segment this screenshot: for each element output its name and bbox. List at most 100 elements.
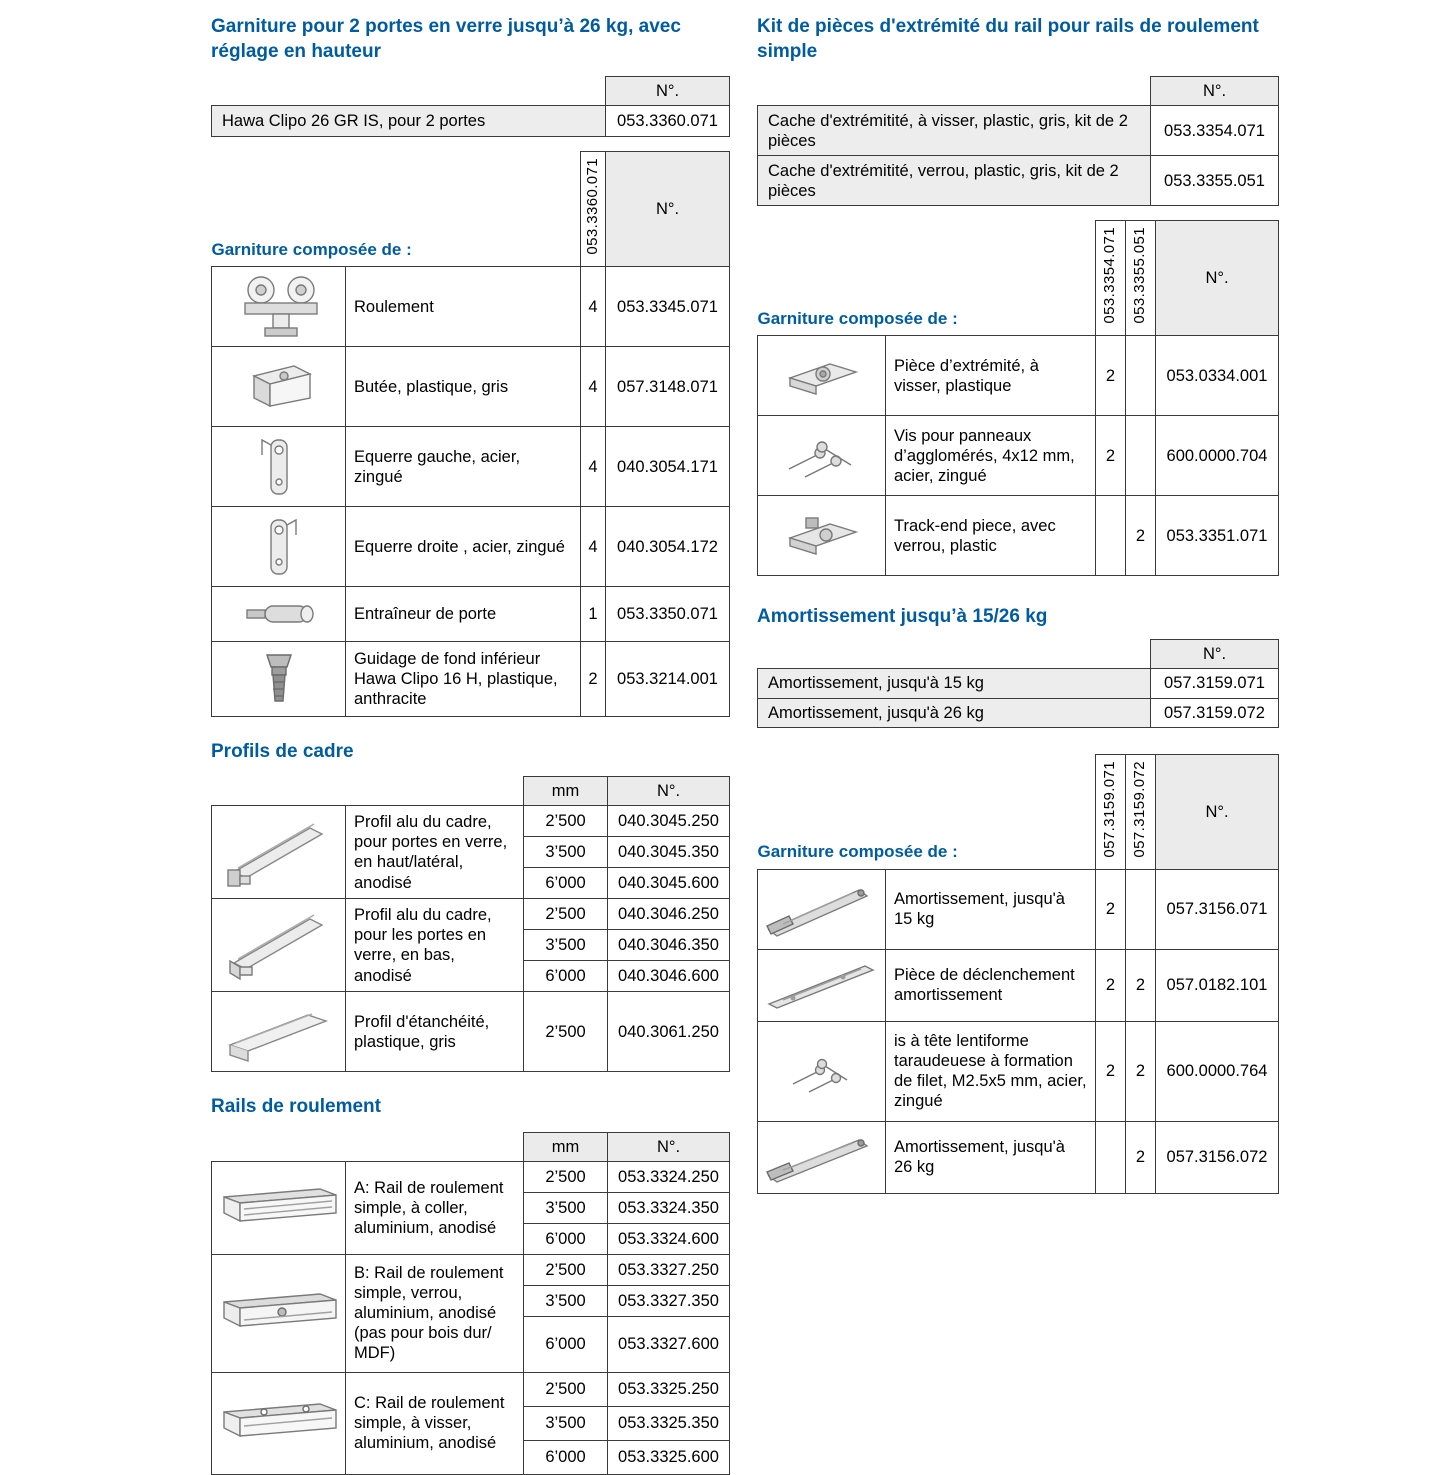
product-label: Cache d'extrémitité, à visser, plastic, …: [757, 105, 1151, 157]
component-qty: 4: [580, 426, 606, 508]
rail-desc: A: Rail de roulement simple, à coller, a…: [345, 1160, 524, 1255]
component-row: Pièce d’extrémité, à visser, plastique 2…: [757, 335, 1279, 417]
component-desc: Guidage de fond inférieur Hawa Clipo 16 …: [345, 641, 581, 718]
frame-profile-top-image: [226, 823, 323, 888]
part-number: 053.3324.350: [607, 1191, 730, 1224]
component-desc: Pièce d’extrémité, à visser, plastique: [885, 335, 1096, 417]
component-image-cell: [757, 868, 886, 950]
component-qty-col2: 2: [1125, 948, 1156, 1022]
length-mm: 6’000: [523, 1315, 608, 1373]
component-qty-col1: 2: [1095, 335, 1126, 417]
profile-desc: Profil alu du cadre, pour les portes en …: [345, 898, 524, 993]
component-row: Amortissement, jusqu'à 15 kg 2 057.3156.…: [757, 868, 1279, 950]
length-mm: 2’500: [523, 991, 608, 1073]
rotated-part-number-header: 057.3159.071: [1095, 753, 1126, 870]
end-piece-screwable-image: [787, 363, 858, 395]
component-row: Guidage de fond inférieur Hawa Clipo 16 …: [211, 641, 730, 718]
roller-carriage-image: [243, 276, 318, 337]
part-number: 053.3325.350: [607, 1405, 730, 1441]
part-number: 053.3324.600: [607, 1222, 730, 1255]
component-qty-col2: [1125, 335, 1156, 417]
damper-trigger-piece-image: [766, 965, 875, 1010]
length-mm: 2’500: [523, 1253, 608, 1286]
rotated-part-number-header: 053.3354.071: [1095, 220, 1126, 337]
part-number: 053.3355.051: [1150, 155, 1279, 207]
rotated-part-number-header: 053.3355.051: [1125, 220, 1156, 337]
left-column: Garniture pour 2 portes en verre jusqu’à…: [211, 14, 730, 1475]
component-image-cell: [211, 266, 346, 348]
profile-variant-row: 3’500 040.3045.350: [212, 836, 730, 869]
rail-variant-row: C: Rail de roulement simple, à visser, a…: [211, 1371, 730, 1475]
rail-desc: C: Rail de roulement simple, à visser, a…: [345, 1371, 524, 1475]
rails-table: mm N°. A: Rail de roulement simple, à co…: [211, 1131, 730, 1475]
part-number: 053.3327.250: [607, 1253, 730, 1286]
part-number: 053.3327.600: [607, 1315, 730, 1373]
component-image-cell: [211, 506, 346, 588]
component-qty-col1: [1095, 1120, 1126, 1194]
product-row: Amortissement, jusqu'à 26 kg 057.3159.07…: [757, 697, 1279, 728]
product-label: Amortissement, jusqu'à 26 kg: [757, 697, 1151, 728]
component-image-cell: [757, 335, 886, 417]
product-label: Cache d'extrémitité, verrou, plastic, gr…: [757, 155, 1151, 207]
part-number: 040.3046.600: [607, 960, 730, 993]
product-label: Hawa Clipo 26 GR IS, pour 2 portes: [211, 105, 606, 138]
no-column-header: N°.: [607, 1131, 730, 1162]
component-row: is à tête lentiforme taraudeuese à forma…: [757, 1020, 1279, 1122]
component-qty-col1: 2: [1095, 415, 1126, 497]
part-number: 040.3046.350: [607, 929, 730, 962]
damping-composition-table: Garniture composée de : 057.3159.071 057…: [757, 753, 1279, 1194]
stop-block-image: [251, 365, 312, 407]
length-mm: 3’500: [523, 1191, 608, 1224]
component-row: Amortissement, jusqu'à 26 kg 2 057.3156.…: [757, 1120, 1279, 1194]
section-title-kit-extremite: Kit de pièces d'extrémité du rail pour r…: [757, 16, 1259, 63]
bottom-guide-image: [265, 654, 292, 702]
track-end-piece-image: [787, 517, 858, 555]
profile-desc: Profil d'étanchéité, plastique, gris: [345, 991, 524, 1073]
component-qty-col1: 2: [1095, 948, 1126, 1022]
bracket-right-image: [269, 518, 297, 575]
rail-single-lock-image: [222, 1293, 337, 1328]
product-row: Cache d'extrémitité, à visser, plastic, …: [757, 105, 1279, 157]
component-qty-col1: 2: [1095, 1020, 1126, 1122]
rail-desc: B: Rail de roulement simple, verrou, alu…: [345, 1253, 524, 1373]
part-number: 600.0000.704: [1155, 415, 1279, 497]
mm-column-header: mm: [523, 776, 608, 807]
no-column-header: N°.: [1155, 753, 1279, 870]
part-number: 053.3345.071: [605, 266, 730, 348]
component-qty-col2: 2: [1125, 1020, 1156, 1122]
rotated-part-number-header: 057.3159.072: [1125, 753, 1156, 870]
component-desc: Equerre droite , acier, zingué: [345, 506, 581, 588]
no-column-header: N°.: [1150, 76, 1279, 107]
component-desc: Butée, plastique, gris: [345, 346, 581, 428]
length-mm: 3’500: [523, 836, 608, 869]
chipboard-screws-image: [788, 441, 851, 478]
component-desc: Amortissement, jusqu'à 26 kg: [885, 1120, 1096, 1194]
component-image-cell: [211, 346, 346, 428]
profiles-table: mm N°. Profil alu du cadre, pour portes …: [211, 776, 730, 1073]
part-number: 053.3360.071: [605, 105, 730, 138]
component-desc: Vis pour panneaux d’agglomérés, 4x12 mm,…: [885, 415, 1096, 497]
profile-variant-row: 6’000 040.3045.600: [212, 867, 730, 900]
rail-variant-row: 3’500 053.3324.350: [212, 1191, 730, 1224]
garniture-composition-table: Garniture composée de : 053.3360.071 N°.…: [211, 151, 730, 718]
composition-subtitle-cell: Garniture composée de :: [758, 221, 1096, 336]
component-row: Track-end piece, avec verrou, plastic 2 …: [757, 495, 1279, 577]
length-mm: 6’000: [523, 867, 608, 900]
rail-image-cell: [211, 1371, 346, 1475]
part-number: 600.0000.764: [1155, 1020, 1279, 1122]
part-number: 057.3156.071: [1155, 868, 1279, 950]
component-row: Equerre gauche, acier, zingué 4 040.3054…: [211, 426, 730, 508]
component-row: Pièce de déclenchement amortissement 2 2…: [757, 948, 1279, 1022]
section-title-amortissement: Amortissement jusqu’à 15/26 kg: [757, 606, 1048, 628]
component-row: Entraîneur de porte 1 053.3350.071: [211, 586, 730, 643]
part-number: 040.3054.172: [605, 506, 730, 588]
length-mm: 2’500: [523, 805, 608, 838]
part-number: 053.0334.001: [1155, 335, 1279, 417]
no-column-header: N°.: [607, 776, 730, 807]
length-mm: 2’500: [523, 1371, 608, 1407]
component-desc: Roulement: [345, 266, 581, 348]
component-row: Butée, plastique, gris 4 057.3148.071: [211, 346, 730, 428]
pan-head-screws-image: [792, 1059, 847, 1093]
component-image-cell: [757, 495, 886, 577]
door-driver-image: [245, 605, 314, 623]
